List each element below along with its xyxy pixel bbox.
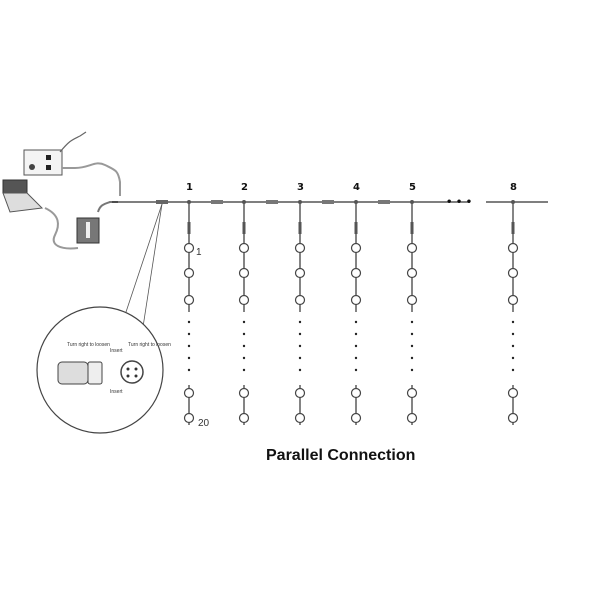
bulb <box>507 412 519 424</box>
dot <box>298 356 302 360</box>
bulb <box>406 387 418 399</box>
strand-8: 8 <box>507 182 519 425</box>
strand-label: 8 <box>510 182 517 193</box>
dot <box>410 356 414 360</box>
bulb <box>507 242 519 254</box>
bulb <box>406 267 418 279</box>
bulb <box>238 267 250 279</box>
bulb <box>507 267 519 279</box>
dot <box>354 368 358 372</box>
bulb <box>294 242 306 254</box>
bulb <box>294 294 306 306</box>
bulb <box>238 412 250 424</box>
bulb <box>294 412 306 424</box>
dot <box>298 368 302 372</box>
bulb <box>406 412 418 424</box>
dot <box>242 332 246 336</box>
bulb <box>507 387 519 399</box>
connector <box>211 200 223 204</box>
dot <box>354 356 358 360</box>
strand-label: 5 <box>409 182 416 193</box>
dot <box>354 320 358 324</box>
bulb <box>183 267 195 279</box>
dot <box>511 368 515 372</box>
dot <box>187 320 191 324</box>
bulb <box>238 242 250 254</box>
connector <box>322 200 334 204</box>
insert-top-label: Insert <box>110 348 123 354</box>
bulb <box>406 242 418 254</box>
bulb <box>350 267 362 279</box>
bulb <box>183 412 195 424</box>
diagram-title: Parallel Connection <box>266 447 416 464</box>
bulb <box>183 294 195 306</box>
dot <box>410 332 414 336</box>
strand-label: 4 <box>353 182 360 193</box>
dot <box>511 356 515 360</box>
strand-5: 5 <box>406 182 418 425</box>
strand-label: 3 <box>297 182 304 193</box>
dot <box>410 368 414 372</box>
dot <box>187 368 191 372</box>
dot <box>242 356 246 360</box>
bulb <box>350 294 362 306</box>
dot <box>242 344 246 348</box>
strand-2: 2 <box>238 182 278 425</box>
connector-detail: Turn right to loosen Insert Turn right t… <box>36 306 171 434</box>
bulb <box>294 387 306 399</box>
bulb <box>238 387 250 399</box>
strand-label: 2 <box>241 182 248 193</box>
bulb <box>350 242 362 254</box>
dot <box>298 320 302 324</box>
dot <box>298 344 302 348</box>
dot <box>187 356 191 360</box>
turn-left-label: Turn right to loosen <box>67 342 110 348</box>
connector <box>266 200 278 204</box>
dot <box>511 344 515 348</box>
insert-bottom-label: Insert <box>110 389 123 395</box>
strand-4: 4 <box>350 182 390 425</box>
dot <box>511 332 515 336</box>
power-supply-icon <box>76 201 118 244</box>
dot <box>410 320 414 324</box>
bulb <box>238 294 250 306</box>
bulb-last-label: 20 <box>198 418 210 429</box>
bulb <box>406 294 418 306</box>
dot <box>511 320 515 324</box>
bulb-first-label: 1 <box>196 247 202 258</box>
bulb <box>350 387 362 399</box>
strand-1: 1 <box>183 182 223 425</box>
strand-3: 3 <box>294 182 334 425</box>
dot <box>242 368 246 372</box>
connector <box>156 200 168 204</box>
dot <box>410 344 414 348</box>
bulb <box>294 267 306 279</box>
connector <box>378 200 390 204</box>
bulb <box>183 242 195 254</box>
dot <box>242 320 246 324</box>
dot <box>187 344 191 348</box>
dot <box>354 332 358 336</box>
dot <box>298 332 302 336</box>
strand-label: 1 <box>186 182 193 193</box>
controller-box <box>23 131 121 196</box>
bulb <box>350 412 362 424</box>
laptop-icon <box>2 179 79 250</box>
dot <box>187 332 191 336</box>
dot <box>354 344 358 348</box>
bulb <box>183 387 195 399</box>
bulb <box>507 294 519 306</box>
turn-right-label: Turn right to loosen <box>128 342 171 348</box>
ellipsis: • • • <box>446 197 472 208</box>
